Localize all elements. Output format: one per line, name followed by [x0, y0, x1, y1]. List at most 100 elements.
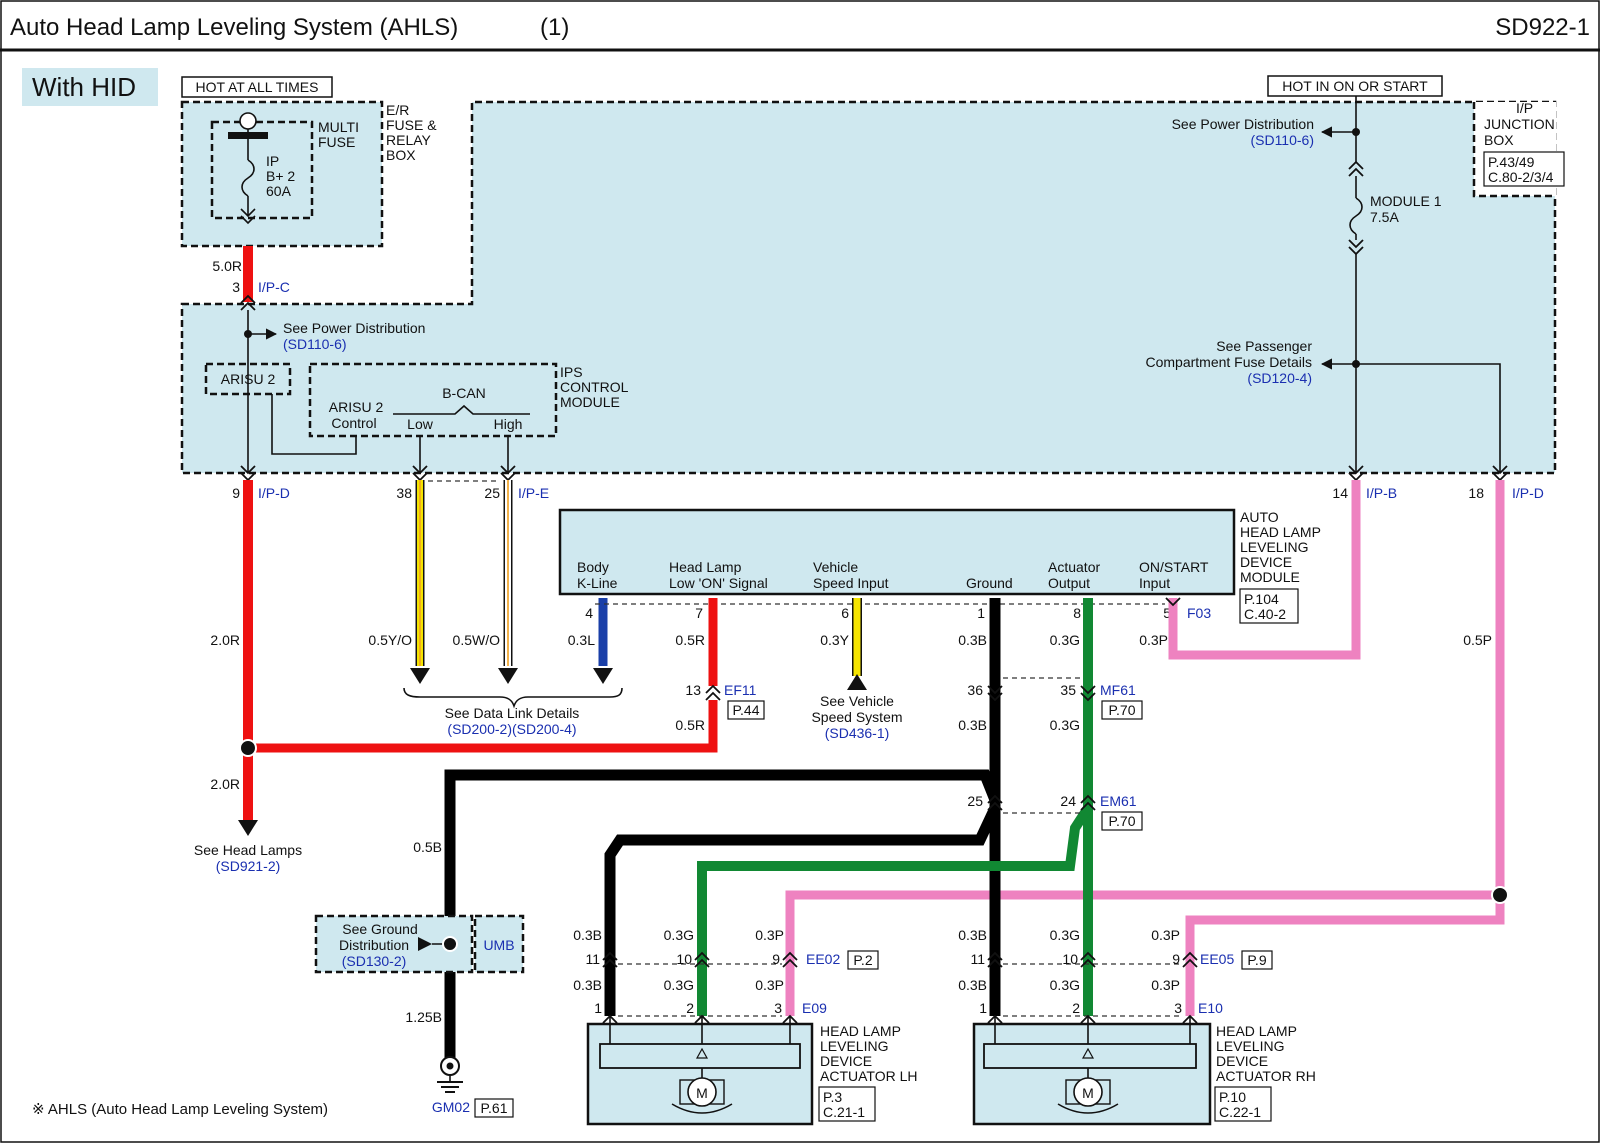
pin-2-e10: 2	[1072, 1000, 1080, 1016]
ee05-page-tag	[1241, 950, 1273, 970]
sheet-index: (1)	[540, 14, 569, 41]
actuator-rh-box	[972, 1022, 1212, 1126]
pin-11-ee05: 11	[970, 951, 985, 967]
fuse-ipb2-label-1: IP	[266, 153, 279, 169]
actuator-rh-bar	[983, 1043, 1197, 1069]
wire-label-lh-03g-b: 0.3G	[664, 977, 694, 993]
ef11-page-tag	[727, 700, 765, 720]
connector-ef11: EF11	[724, 682, 757, 698]
page-title: Auto Head Lamp Leveling System (AHLS)	[10, 14, 458, 41]
see-ground-ref[interactable]: (SD130-2)	[342, 953, 407, 969]
wire-label-0-5wo: 0.5W/O	[453, 632, 501, 648]
see-ground-label-1: See Ground	[342, 921, 418, 937]
ip-box-page: P.43/49	[1488, 154, 1535, 170]
wire-label-lh-03p-a: 0.3P	[755, 927, 784, 943]
motor-lh-rotation-icon	[671, 1103, 733, 1114]
wire-label-lh-03g-a: 0.3G	[664, 927, 694, 943]
bcan-high-label: High	[494, 416, 523, 432]
connector-mf61-36-icon	[987, 685, 1003, 702]
ip-junction-notch-edge	[1472, 102, 1555, 198]
arisu-control-wire	[271, 394, 357, 455]
wire-label-rh-03b-b: 0.3B	[958, 977, 987, 993]
wire-label-2-0r-b: 2.0R	[210, 776, 240, 792]
arrow-ground-icon	[418, 937, 432, 951]
pin-3-ipc: 3	[232, 279, 240, 295]
ip-internal-18	[1356, 363, 1501, 473]
actuator-rh-arrow-icon	[1081, 1047, 1095, 1059]
wire-label-0-3y: 0.3Y	[820, 632, 849, 648]
ee02-page-tag	[847, 950, 879, 970]
ip-box-label-1: I/P	[1516, 100, 1533, 116]
connector-e09: E09	[802, 1000, 827, 1016]
ips-inner-box	[308, 362, 558, 438]
multi-fuse-label-2: FUSE	[318, 134, 355, 150]
wire-0-3p-lh	[785, 890, 1500, 1016]
connector-mf61: MF61	[1100, 682, 1136, 698]
pin-10-ee02: 10	[676, 951, 692, 967]
sheet-code: SD922-1	[1495, 14, 1590, 41]
ips-label-3: MODULE	[560, 394, 620, 410]
wire-label-0-3l: 0.3L	[568, 632, 595, 648]
mf61-page-tag	[1101, 700, 1143, 720]
connector-ipd2: I/P-D	[1512, 485, 1544, 501]
actuator-rh-label-4: ACTUATOR RH	[1216, 1068, 1316, 1084]
fuse-module1-label-1: MODULE 1	[1370, 193, 1442, 209]
see-pass-ref[interactable]: (SD120-4)	[1247, 370, 1312, 386]
pin-4-module: 4	[585, 605, 593, 621]
actuator-rh-page-tag	[1214, 1086, 1272, 1122]
wire-label-0-5yo: 0.5Y/O	[368, 632, 412, 648]
term-body-label: Body	[577, 559, 609, 575]
wire-label-0-5p: 0.5P	[1463, 632, 1492, 648]
pin-1-e10: 1	[979, 1000, 987, 1016]
connector-ipd: I/P-D	[258, 485, 290, 501]
see-data-link-label: See Data Link Details	[445, 705, 580, 721]
connector-ee05: EE05	[1200, 951, 1234, 967]
actuator-lh-label-3: DEVICE	[820, 1053, 872, 1069]
actuator-lh-pins-icon	[602, 1014, 798, 1024]
connector-e10: E10	[1198, 1000, 1223, 1016]
see-head-lamps-ref[interactable]: (SD921-2)	[216, 858, 281, 874]
wire-0-5p-rh	[1185, 480, 1505, 1016]
splice-ground-icon	[442, 936, 458, 952]
hot-on-start-label: HOT IN ON OR START	[1282, 78, 1428, 94]
connector-ee05-10-icon	[1080, 951, 1096, 968]
ip-box-label-2: JUNCTION	[1484, 116, 1555, 132]
pin-9-ee02: 9	[772, 951, 780, 967]
connector-ipc: I/P-C	[258, 279, 290, 295]
er-box-label-2: FUSE &	[386, 117, 437, 133]
multi-fuse-box	[210, 120, 314, 220]
actuator-lh-label-2: LEVELING	[820, 1038, 888, 1054]
connector-ef11-icon	[705, 684, 721, 701]
connector-ipc-icon	[240, 294, 256, 311]
see-data-link-ref[interactable]: (SD200-2)(SD200-4)	[447, 721, 576, 737]
umb-box	[473, 914, 525, 974]
connector-ee02-9-icon	[782, 951, 798, 968]
ips-label-1: IPS	[560, 364, 583, 380]
connector-em61: EM61	[1100, 793, 1137, 809]
wire-label-rh-03p-a: 0.3P	[1151, 927, 1180, 943]
actuator-lh-label-4: ACTUATOR LH	[820, 1068, 918, 1084]
pin-1-module: 1	[977, 605, 985, 621]
fuse-ipb2-icon	[228, 112, 268, 225]
actuator-lh-bar	[599, 1043, 801, 1069]
arrow-kline-icon	[593, 668, 613, 684]
wire-label-lh-03b-b: 0.3B	[573, 977, 602, 993]
connector-ipb: I/P-B	[1366, 485, 1397, 501]
term-actuator-label: Actuator	[1048, 559, 1100, 575]
arrow-can-high-icon	[498, 668, 518, 684]
see-vss-ref[interactable]: (SD436-1)	[825, 725, 890, 741]
ip-see-power-ref[interactable]: (SD110-6)	[1250, 132, 1314, 148]
ahl-module-label-2: HEAD LAMP	[1240, 524, 1321, 540]
ips-see-power-ref[interactable]: (SD110-6)	[283, 336, 347, 352]
pin-9-ipd: 9	[232, 485, 240, 501]
ahl-module-page-tag	[1239, 588, 1299, 624]
actuator-rh-page: P.10	[1219, 1089, 1246, 1105]
splice-red-icon	[239, 739, 257, 757]
wire-label-1-25b: 1.25B	[405, 1009, 442, 1025]
ahl-module-box	[558, 508, 1236, 596]
wire-label-lh-03p-b: 0.3P	[755, 977, 784, 993]
wire-0-3b-lh	[604, 805, 1000, 1016]
motor-lh-icon	[687, 1077, 717, 1107]
hot-all-times-tag	[181, 76, 333, 98]
